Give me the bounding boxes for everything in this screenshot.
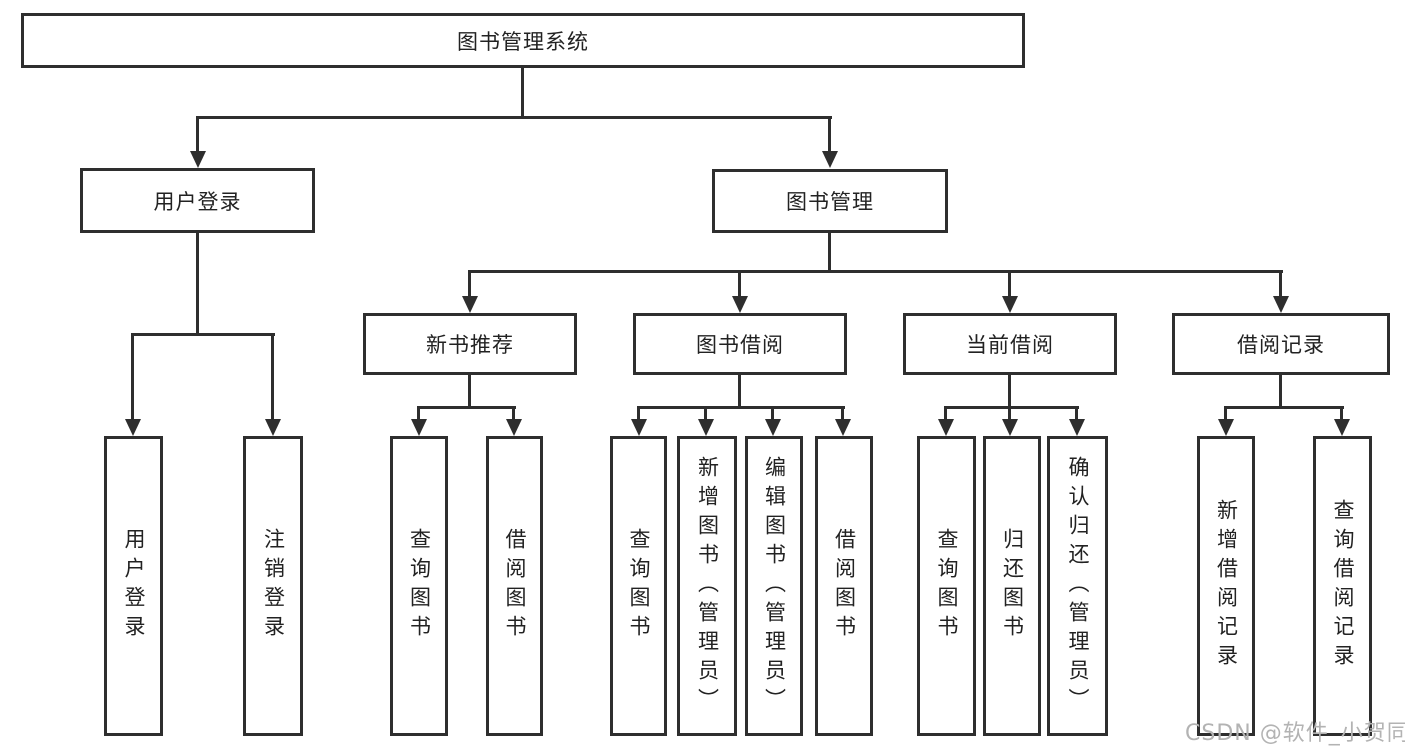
leaf-record-add-record: 新增借阅记录 xyxy=(1197,436,1255,736)
leaf-borrow-query-books: 查询图书 xyxy=(610,436,667,736)
connector xyxy=(738,270,741,298)
leaf-borrow-edit-books-admin: 编辑图书（管理员） xyxy=(745,436,803,736)
leaf-label: 查询借阅记录 xyxy=(1331,499,1355,673)
connector xyxy=(704,406,707,422)
connector xyxy=(417,406,516,409)
connector xyxy=(1008,270,1011,298)
connector xyxy=(468,270,471,298)
leaf-label: 查询图书 xyxy=(627,528,651,644)
leaf-label: 查询图书 xyxy=(407,528,432,644)
arrow-down-icon xyxy=(411,419,427,436)
leaf-label: 用户登录 xyxy=(122,528,146,644)
connector xyxy=(521,68,524,118)
node-new-book-recommend: 新书推荐 xyxy=(363,313,577,375)
leaf-record-query-record: 查询借阅记录 xyxy=(1313,436,1372,736)
leaf-newbook-borrow-books: 借阅图书 xyxy=(486,436,543,736)
arrow-down-icon xyxy=(631,419,647,436)
leaf-label: 编辑图书（管理员） xyxy=(762,455,787,717)
node-current-borrowing: 当前借阅 xyxy=(903,313,1117,375)
arrow-down-icon xyxy=(265,419,281,436)
arrow-down-icon xyxy=(938,419,954,436)
connector xyxy=(1279,375,1282,409)
connector xyxy=(196,233,199,336)
connector xyxy=(1224,406,1344,409)
connector xyxy=(131,333,134,421)
leaf-label: 借阅图书 xyxy=(503,528,527,644)
node-book-borrowing: 图书借阅 xyxy=(633,313,847,375)
connector xyxy=(828,116,831,154)
arrow-down-icon xyxy=(506,419,522,436)
arrow-down-icon xyxy=(1273,296,1289,313)
arrow-down-icon xyxy=(765,419,781,436)
node-borrowing-records: 借阅记录 xyxy=(1172,313,1390,375)
leaf-newbook-query-books: 查询图书 xyxy=(390,436,448,736)
connector xyxy=(132,333,275,336)
connector xyxy=(1008,375,1011,409)
arrow-down-icon xyxy=(1069,419,1085,436)
connector xyxy=(841,406,844,422)
arrow-down-icon xyxy=(1002,419,1018,436)
arrow-down-icon xyxy=(732,296,748,313)
arrow-down-icon xyxy=(190,151,206,168)
leaf-current-return-books: 归还图书 xyxy=(983,436,1041,736)
leaf-user-login: 用户登录 xyxy=(104,436,163,736)
connector xyxy=(196,116,199,154)
connector xyxy=(637,406,640,422)
connector xyxy=(196,116,832,119)
connector xyxy=(469,270,1283,273)
node-book-management: 图书管理 xyxy=(712,169,948,233)
node-user-login: 用户登录 xyxy=(80,168,315,233)
leaf-label: 新增图书（管理员） xyxy=(695,455,720,717)
connector xyxy=(944,406,1079,409)
leaf-borrow-borrow-books: 借阅图书 xyxy=(815,436,873,736)
connector xyxy=(417,406,420,422)
connector xyxy=(512,406,515,422)
connector xyxy=(271,333,274,421)
arrow-down-icon xyxy=(1218,419,1234,436)
leaf-label: 借阅图书 xyxy=(832,528,857,644)
connector xyxy=(828,233,831,273)
connector xyxy=(738,375,741,409)
arrow-down-icon xyxy=(462,296,478,313)
arrow-down-icon xyxy=(835,419,851,436)
arrow-down-icon xyxy=(698,419,714,436)
leaf-borrow-add-books-admin: 新增图书（管理员） xyxy=(677,436,737,736)
connector xyxy=(1075,406,1078,422)
leaf-current-confirm-return-admin: 确认归还（管理员） xyxy=(1047,436,1108,736)
node-library-system: 图书管理系统 xyxy=(21,13,1025,68)
connector xyxy=(944,406,947,422)
csdn-watermark: CSDN @软件_小贺同学 xyxy=(1185,721,1405,746)
arrow-down-icon xyxy=(1002,296,1018,313)
leaf-label: 新增借阅记录 xyxy=(1214,499,1239,673)
arrow-down-icon xyxy=(1334,419,1350,436)
connector xyxy=(1008,406,1011,422)
leaf-label: 归还图书 xyxy=(1000,528,1025,644)
leaf-label: 查询图书 xyxy=(935,528,959,644)
leaf-logout: 注销登录 xyxy=(243,436,303,736)
connector xyxy=(1224,406,1227,422)
connector xyxy=(637,406,845,409)
arrow-down-icon xyxy=(125,419,141,436)
connector xyxy=(468,375,471,409)
leaf-label: 确认归还（管理员） xyxy=(1066,455,1090,717)
arrow-down-icon xyxy=(822,151,838,168)
leaf-current-query-books: 查询图书 xyxy=(917,436,976,736)
connector xyxy=(771,406,774,422)
connector xyxy=(1279,270,1282,298)
connector xyxy=(1340,406,1343,422)
leaf-label: 注销登录 xyxy=(261,528,286,644)
